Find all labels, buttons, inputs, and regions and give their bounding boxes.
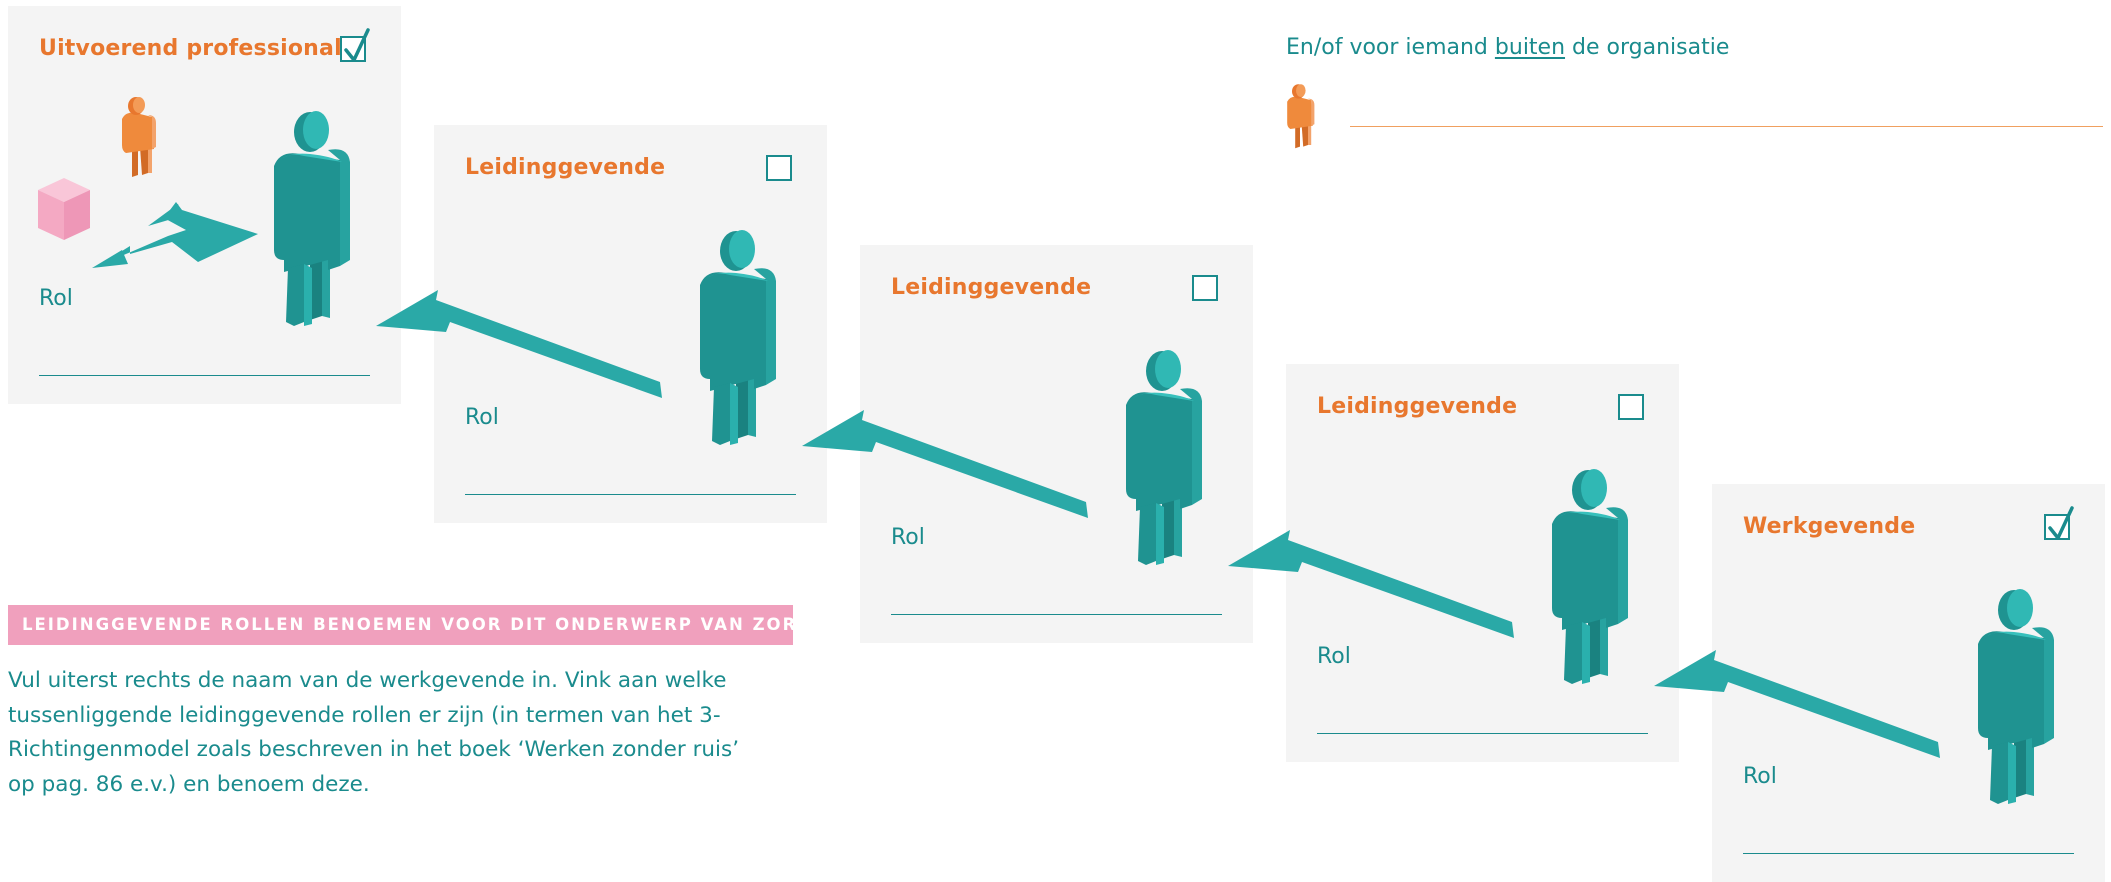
role-card-leidinggevende-3: Leidinggevende Rol (1286, 364, 1679, 762)
card-title: Leidinggevende (465, 155, 666, 180)
role-label: Rol (891, 525, 925, 550)
card-title: Uitvoerend professional (39, 36, 342, 61)
outside-heading-prefix: En/of voor iemand (1286, 35, 1495, 60)
instruction-text: Vul uiterst rechts de naam van de werkge… (8, 668, 740, 797)
outside-organisation-heading: En/of voor iemand buiten de organisatie (1286, 35, 1729, 60)
cube-icon (38, 178, 90, 240)
role-card-leidinggevende-2: Leidinggevende Rol (860, 245, 1253, 643)
outside-heading-suffix: de organisatie (1565, 35, 1730, 60)
role-card-werkgevende: Werkgevende Rol (1712, 484, 2105, 882)
role-checkbox[interactable] (1192, 275, 1218, 301)
role-card-uitvoerend-professional: Uitvoerend professional Rol (8, 6, 401, 404)
person-figure-icon (1978, 589, 2054, 804)
role-label: Rol (1743, 764, 1777, 789)
role-checkbox[interactable] (1618, 394, 1644, 420)
person-figure-icon (274, 111, 350, 326)
card-title: Leidinggevende (891, 275, 1092, 300)
person-figure-icon (122, 97, 156, 177)
instruction-banner: LEIDINGGEVENDE ROLLEN BENOEMEN VOOR DIT … (8, 605, 811, 645)
arrow-icon (1654, 650, 1940, 758)
checkmark-icon (344, 28, 370, 62)
card-title: Leidinggevende (1317, 394, 1518, 419)
role-name-field[interactable] (891, 614, 1222, 615)
role-checkbox[interactable] (2044, 506, 2074, 540)
person-figure-icon (700, 230, 776, 445)
role-checkbox[interactable] (340, 28, 370, 62)
outside-heading-underlined: buiten (1494, 35, 1566, 60)
person-figure-icon (1126, 350, 1202, 565)
role-checkbox[interactable] (766, 155, 792, 181)
card-title: Werkgevende (1743, 514, 1916, 539)
role-label: Rol (1317, 644, 1351, 669)
person-figure-icon (1552, 469, 1628, 684)
arrow-icon (802, 410, 1088, 518)
person-figure-icon (1287, 84, 1315, 149)
checkmark-icon (2048, 506, 2074, 540)
arrow-icon (376, 290, 662, 398)
role-name-field[interactable] (39, 375, 370, 376)
role-label: Rol (465, 405, 499, 430)
role-name-field[interactable] (1317, 733, 1648, 734)
branching-arrow-icon (92, 202, 258, 268)
role-name-field[interactable] (1743, 853, 2074, 854)
outside-person-field[interactable] (1350, 126, 2103, 127)
arrow-icon (1228, 530, 1514, 638)
role-name-field[interactable] (465, 494, 796, 495)
role-label: Rol (39, 286, 73, 311)
